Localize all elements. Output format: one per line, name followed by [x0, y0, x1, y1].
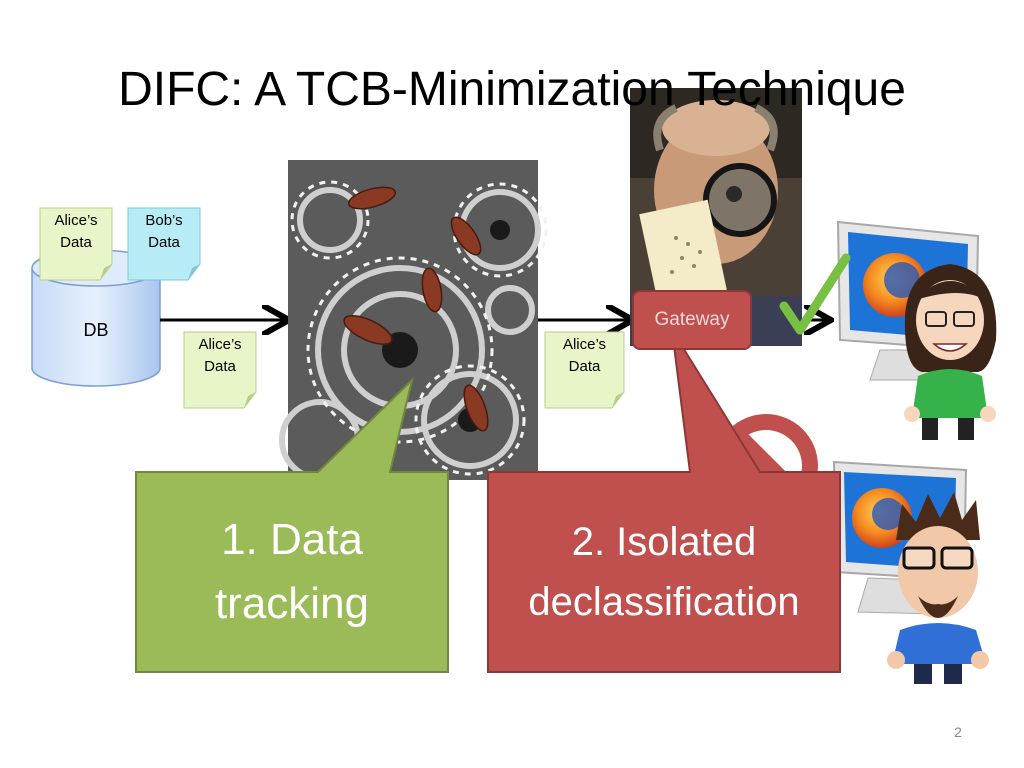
- bob-avatar: [887, 492, 989, 684]
- bug-icons: [343, 186, 489, 432]
- note-flow-2-text: Alice’s Data: [545, 334, 624, 378]
- note-line: Alice’s: [54, 212, 98, 229]
- gateway-box: Gateway: [632, 290, 752, 350]
- checkmark-icon: [779, 253, 851, 335]
- sticky-note-flow-2: [544, 331, 625, 409]
- alice-avatar: [904, 264, 997, 440]
- sticky-note-bob: [127, 207, 201, 281]
- gears-bugs-image: [279, 160, 548, 481]
- slide-title: DIFC: A TCB-Minimization Technique: [118, 63, 906, 116]
- callout-line: 2. Isolated: [571, 520, 757, 564]
- page-number: 2: [954, 724, 962, 740]
- note-line: Bob’s: [145, 212, 183, 229]
- note-alice-text: Alice’s Data: [40, 210, 112, 254]
- db-label: DB: [83, 320, 109, 340]
- callout-line: tracking: [214, 579, 370, 628]
- note-line: Data: [204, 358, 236, 375]
- note-line: Data: [568, 358, 601, 375]
- note-bob-text: Bob’s Data: [128, 210, 200, 254]
- callout-declassification-text: 2. Isolated declassification: [488, 512, 840, 632]
- isolated-declassification-callout: [487, 329, 841, 673]
- note-line: Data: [60, 234, 92, 251]
- note-line: Alice’s: [198, 336, 242, 353]
- sticky-note-alice: [39, 207, 113, 281]
- callout-line: 1. Data: [221, 515, 363, 564]
- note-line: Alice’s: [562, 336, 607, 353]
- callout-line: declassification: [528, 580, 800, 624]
- note-flow-1-text: Alice’s Data: [184, 334, 256, 378]
- sticky-note-flow-1: [183, 331, 257, 409]
- data-tracking-callout: [135, 376, 449, 673]
- callout-data-tracking-text: 1. Data tracking: [136, 508, 448, 636]
- note-line: Data: [148, 234, 180, 251]
